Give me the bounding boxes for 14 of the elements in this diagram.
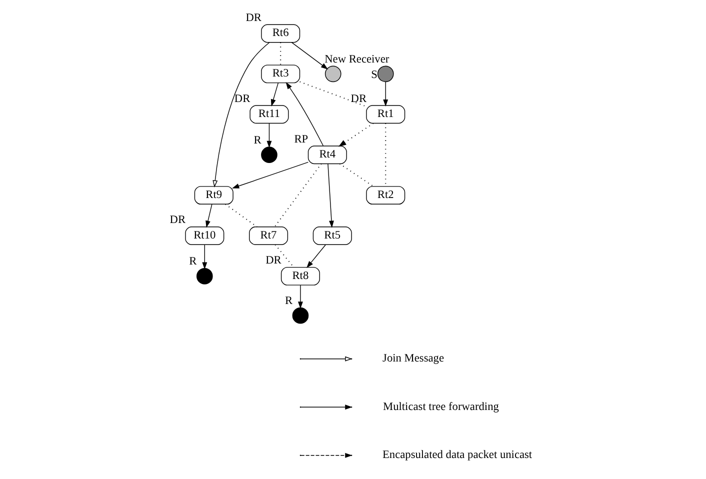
node-label: S <box>370 68 377 81</box>
node-label: R <box>188 255 196 268</box>
node-label: R <box>284 294 292 307</box>
node-label: RP <box>294 132 308 145</box>
legend-label: Encapsulated data packet unicast <box>382 448 532 461</box>
node-label: DR <box>265 254 281 266</box>
node-label: DR <box>169 214 186 226</box>
node-label: DR <box>234 92 250 104</box>
legend-label: Join Message <box>382 352 444 364</box>
node-label: New Receiver <box>324 52 389 65</box>
legend-label: Multicast tree forwarding <box>382 400 498 412</box>
node-label: DR <box>245 11 261 24</box>
node-label: DR <box>350 92 366 104</box>
node-label: R <box>253 134 261 146</box>
